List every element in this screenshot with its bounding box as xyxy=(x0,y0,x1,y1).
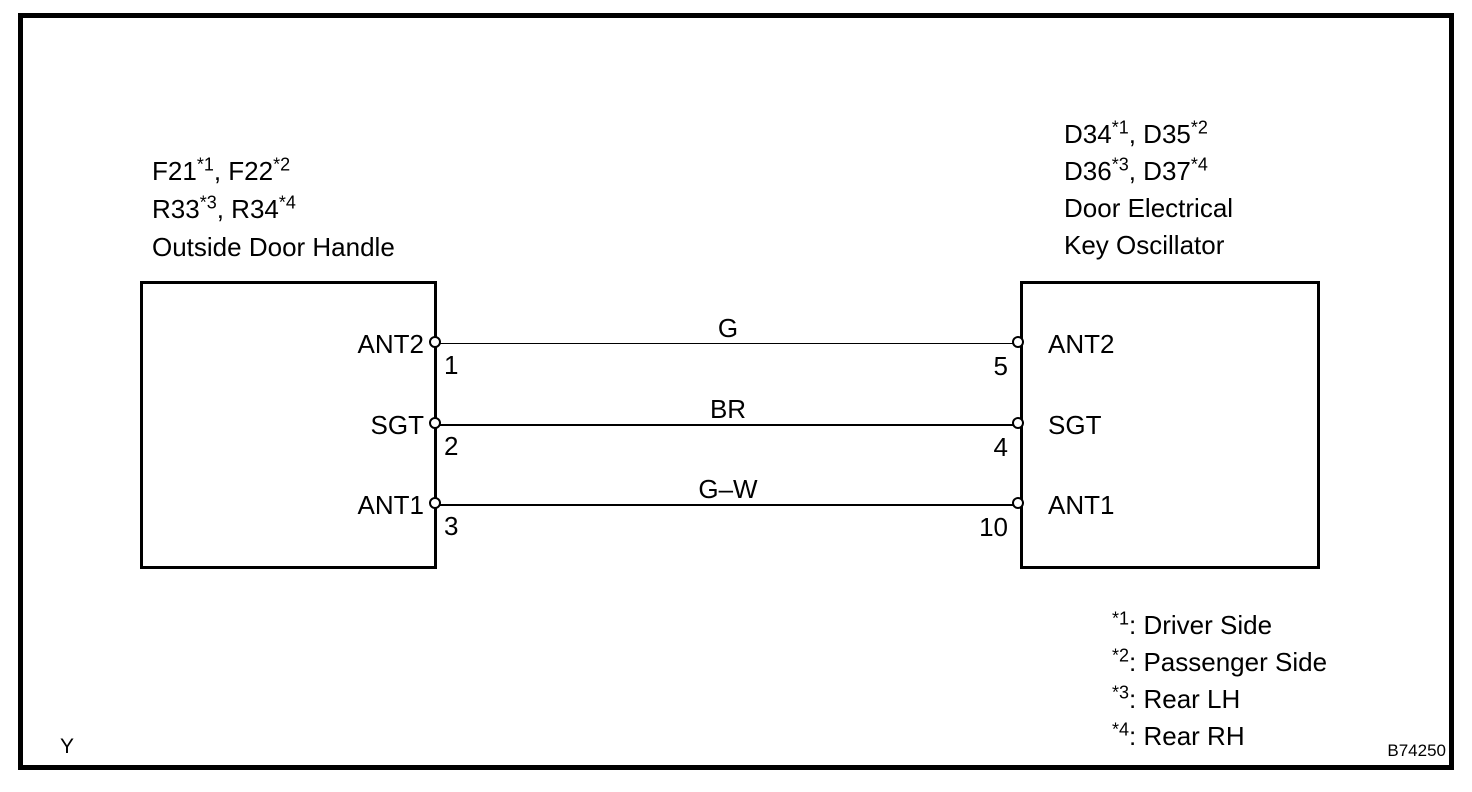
left-component-codes-line1: F21*1, F22*2 xyxy=(152,154,291,186)
footnote-mark: *2 xyxy=(1190,117,1208,138)
key-oscillator-box xyxy=(1020,281,1320,569)
footnote: *4: Rear RH xyxy=(1112,719,1245,751)
outside-door-handle-box xyxy=(140,281,437,569)
footnote-mark: *3 xyxy=(1111,154,1129,175)
right-component-codes-line2: D36*3, D37*4 xyxy=(1064,154,1208,186)
footnote-mark: *1 xyxy=(1111,117,1129,138)
page-marker: Y xyxy=(60,735,75,758)
wire-ant2 xyxy=(437,343,1020,344)
footnote: *3: Rear LH xyxy=(1112,682,1241,714)
pin-number: 1 xyxy=(444,350,459,380)
pin-signal-label: ANT1 xyxy=(357,490,424,520)
terminal-circle xyxy=(1012,497,1024,509)
footnote-mark: *1 xyxy=(196,154,214,175)
wire-color-label-ant1: G–W xyxy=(698,474,758,504)
left-component-label: F21*1, F22*2 R33*3, R34*4 Outside Door H… xyxy=(152,152,395,266)
figure-code: B74250 xyxy=(1387,741,1446,760)
right-component-name-line1: Door Electrical xyxy=(1064,193,1234,223)
terminal-circle xyxy=(1012,417,1024,429)
pin-number: 3 xyxy=(444,511,459,541)
pin-signal-label: ANT2 xyxy=(357,329,424,359)
footnote-mark: *2 xyxy=(1112,645,1130,666)
pin-signal-label: ANT1 xyxy=(1048,490,1115,520)
pin-number: 4 xyxy=(993,432,1008,462)
pin-signal-label: SGT xyxy=(370,410,424,440)
footnote-mark: *3 xyxy=(1112,682,1130,703)
pin-number: 5 xyxy=(993,351,1008,381)
footnote-mark: *3 xyxy=(199,192,217,213)
wire-sgt xyxy=(437,424,1020,426)
footnote-mark: *4 xyxy=(1112,719,1130,740)
pin-signal-label: SGT xyxy=(1048,410,1102,440)
wire-color-label-ant2: G xyxy=(717,313,739,343)
terminal-circle xyxy=(1012,336,1024,348)
footnote-mark: *4 xyxy=(1190,154,1208,175)
wire-ant1 xyxy=(437,504,1020,506)
right-component-name-line2: Key Oscillator xyxy=(1064,230,1225,260)
pin-signal-label: ANT2 xyxy=(1048,329,1115,359)
right-component-codes-line1: D34*1, D35*2 xyxy=(1064,117,1208,149)
footnote-mark: *1 xyxy=(1112,608,1130,629)
pin-number: 10 xyxy=(979,512,1008,542)
footnote: *1: Driver Side xyxy=(1112,608,1273,640)
footnote-mark: *2 xyxy=(273,154,291,175)
pin-number: 2 xyxy=(444,431,459,461)
terminal-circle xyxy=(429,336,441,348)
right-component-label: D34*1, D35*2 D36*3, D37*4 Door Electrica… xyxy=(1064,116,1233,264)
left-component-name: Outside Door Handle xyxy=(152,232,395,262)
footnote-legend: *1: Driver Side *2: Passenger Side *3: R… xyxy=(1112,607,1327,755)
left-component-codes-line2: R33*3, R34*4 xyxy=(152,192,296,224)
wire-color-label-sgt: BR xyxy=(709,394,747,424)
terminal-circle xyxy=(429,497,441,509)
footnote-mark: *4 xyxy=(278,192,296,213)
terminal-circle xyxy=(429,417,441,429)
footnote: *2: Passenger Side xyxy=(1112,645,1328,677)
